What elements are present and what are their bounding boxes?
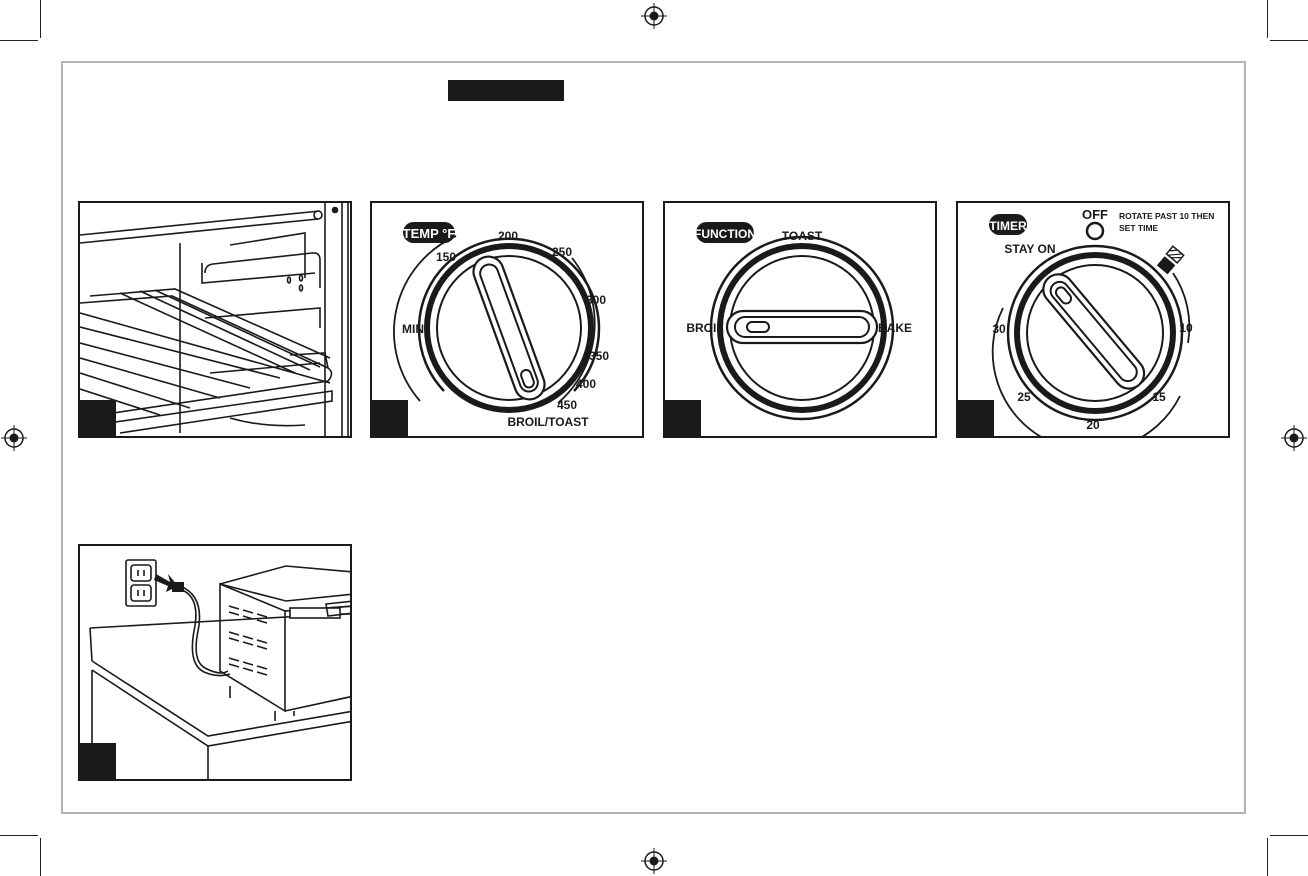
temp-label-250: 250 — [552, 245, 572, 259]
timer-label-30: 30 — [992, 322, 1006, 336]
timer-note-line1: ROTATE PAST 10 THEN — [1119, 211, 1214, 221]
temp-badge-label: TEMP °F — [403, 226, 456, 241]
timer-label-20: 20 — [1086, 418, 1100, 432]
temp-label-300: 300 — [586, 293, 606, 307]
function-badge-label: FUNCTION — [694, 227, 756, 241]
crop-mark — [1270, 40, 1308, 41]
timer-note-line2: SET TIME — [1119, 223, 1159, 233]
function-label-bake: BAKE — [878, 321, 912, 335]
panel-function-dial: FUNCTION TOAST BROIL BAKE — [663, 201, 937, 438]
function-label-toast: TOAST — [782, 229, 823, 243]
step-number-box — [80, 743, 116, 779]
registration-mark-icon — [641, 848, 667, 874]
temp-label-450: 450 — [557, 398, 577, 412]
timer-dial-illustration: TIMER OFF ROTATE PAST 10 THEN SET TIME S… — [958, 203, 1230, 438]
temp-dial-illustration: TEMP °F 200 150 250 300 350 400 450 MIN … — [372, 203, 644, 438]
function-dial-illustration: FUNCTION TOAST BROIL BAKE — [665, 203, 937, 438]
crop-mark — [0, 40, 38, 41]
plug-in-outlet-illustration-icon — [80, 546, 352, 781]
temp-label-350: 350 — [589, 349, 609, 363]
oven-rack-illustration-icon — [80, 203, 352, 438]
timer-label-10: 10 — [1179, 321, 1193, 335]
registration-mark-icon — [1281, 425, 1307, 451]
function-label-broil: BROIL — [686, 321, 723, 335]
panel-oven-rack — [78, 201, 352, 438]
temp-label-200: 200 — [498, 229, 518, 243]
step-number-box — [80, 400, 116, 436]
crop-mark — [40, 0, 41, 38]
crop-mark — [1267, 838, 1268, 876]
timer-label-15: 15 — [1152, 390, 1166, 404]
crop-mark — [40, 838, 41, 876]
crop-mark — [1267, 0, 1268, 38]
step-number-box — [372, 400, 408, 436]
timer-label-off: OFF — [1082, 207, 1108, 222]
temp-label-400: 400 — [576, 377, 596, 391]
timer-label-25: 25 — [1017, 390, 1031, 404]
temp-label-min: MIN — [402, 322, 424, 336]
registration-mark-icon — [641, 3, 667, 29]
crop-mark — [1270, 835, 1308, 836]
panel-temp-dial: TEMP °F 200 150 250 300 350 400 450 MIN … — [370, 201, 644, 438]
temp-label-broil-toast: BROIL/TOAST — [507, 415, 589, 429]
timer-label-stay-on: STAY ON — [1004, 242, 1055, 256]
redacted-title-bar — [448, 80, 564, 101]
panel-plug-in — [78, 544, 352, 781]
temp-label-150: 150 — [436, 250, 456, 264]
registration-mark-icon — [1, 425, 27, 451]
crop-mark — [0, 835, 38, 836]
panel-timer-dial: TIMER OFF ROTATE PAST 10 THEN SET TIME S… — [956, 201, 1230, 438]
step-number-box — [665, 400, 701, 436]
step-number-box — [958, 400, 994, 436]
timer-badge-label: TIMER — [989, 219, 1027, 233]
